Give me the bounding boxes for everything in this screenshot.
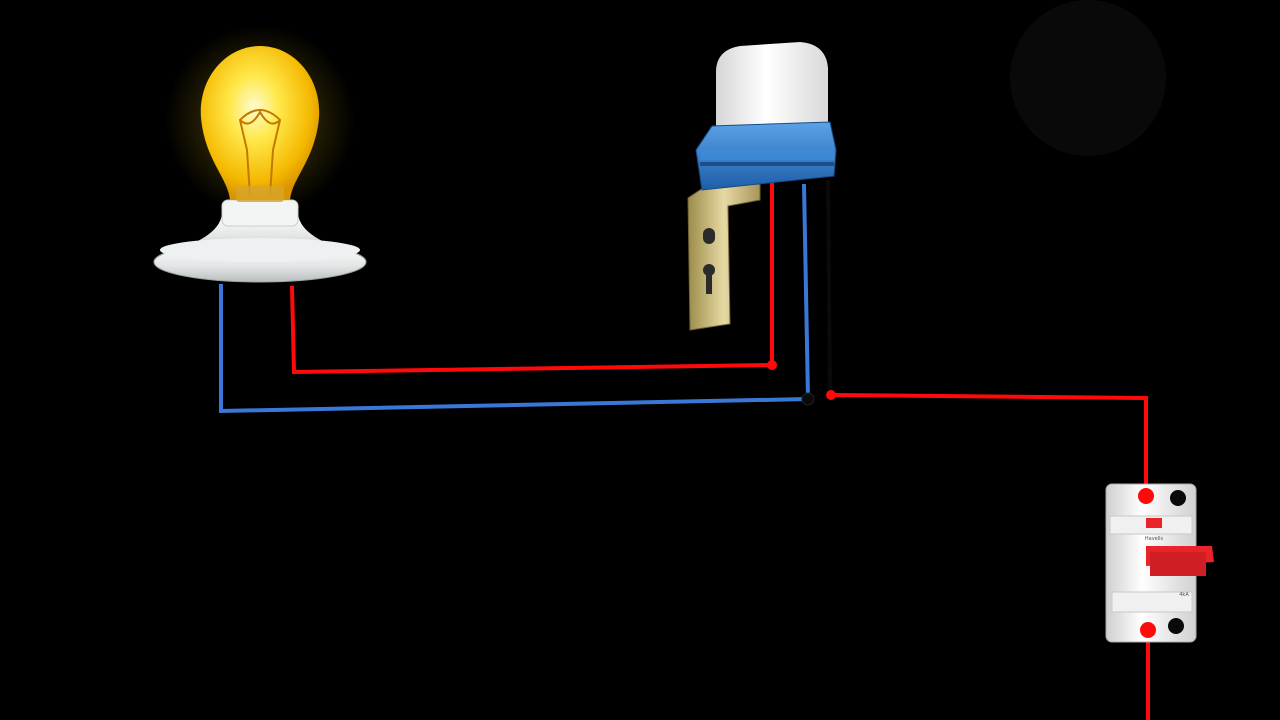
phase-lamp-wire [290, 160, 774, 375]
neutral-wire [219, 183, 811, 414]
breaker-brand: Havells [1145, 536, 1164, 542]
crescent-moon-icon [1010, 0, 1166, 156]
wires [219, 160, 1150, 720]
breaker-rating: 4kA [1179, 592, 1189, 598]
light-bulb-icon [153, 25, 367, 283]
junction-dot [801, 392, 815, 406]
sensor-black-wire [826, 179, 832, 396]
mcb-breaker-icon: Havells 4kA [1105, 483, 1214, 643]
photocell-sensor-icon [687, 42, 837, 331]
junction-dot [826, 390, 836, 400]
junction-dot [767, 360, 777, 370]
supply-phase-wire [830, 393, 1148, 492]
